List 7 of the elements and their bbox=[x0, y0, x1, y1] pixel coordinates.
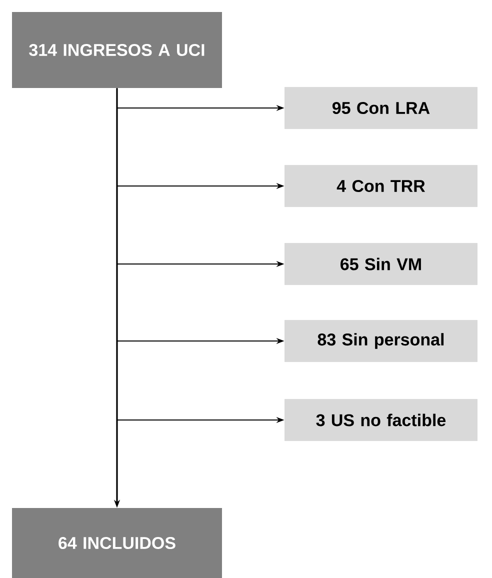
exclusion-box: 83 Sin personal bbox=[284, 320, 478, 362]
main-box: 64 INCLUIDOS bbox=[12, 508, 222, 578]
exclusion-box: 4 Con TRR bbox=[284, 165, 478, 207]
exclusion-box: 95 Con LRA bbox=[284, 87, 478, 129]
main-box: 314 INGRESOS A UCI bbox=[12, 12, 222, 88]
exclusion-box: 65 Sin VM bbox=[284, 243, 478, 285]
exclusion-box: 3 US no factible bbox=[284, 399, 478, 441]
